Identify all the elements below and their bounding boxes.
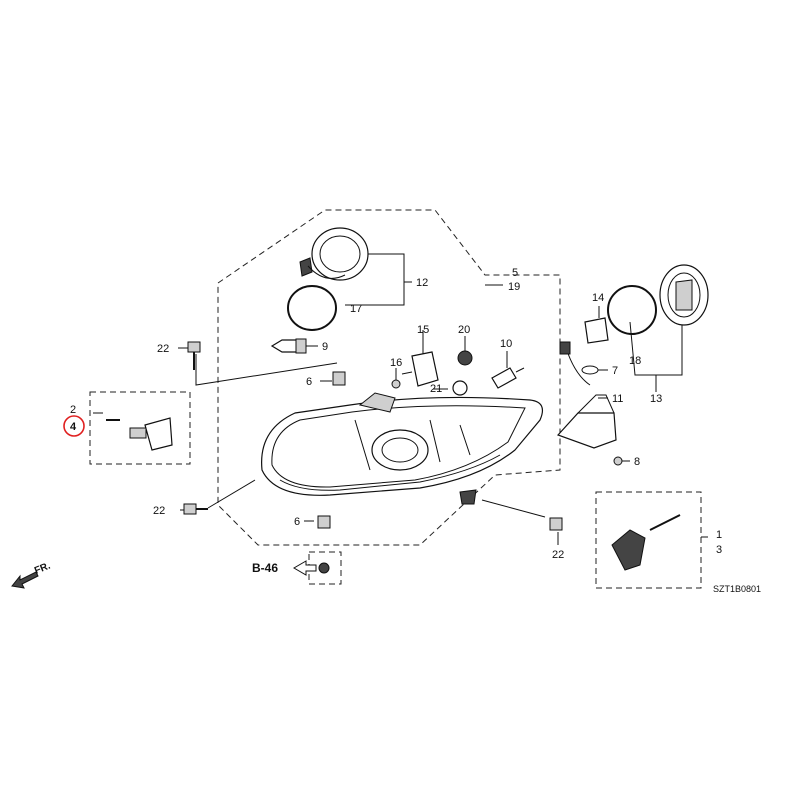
bolt-lower-left [183, 503, 208, 515]
hid-igniter [559, 317, 609, 386]
hid-ballast [556, 394, 617, 449]
rear-cover [659, 264, 709, 326]
headlamp-group-outline [217, 209, 561, 546]
bolt-8 [613, 456, 623, 466]
label-4: 4 [70, 421, 77, 433]
ref-arrow-icon [293, 560, 317, 576]
label-20: 20 [458, 324, 470, 336]
label-19: 19 [508, 281, 520, 293]
label-15: 15 [417, 324, 429, 336]
side-bulb [491, 367, 525, 389]
bracket-group-box [89, 391, 191, 465]
label-18: 18 [629, 355, 641, 367]
label-22-upper: 22 [157, 343, 169, 355]
label-22-lower-right: 22 [552, 549, 564, 561]
label-21: 21 [430, 383, 442, 395]
diagram-code: SZT1B0801 [713, 584, 761, 594]
label-6-lower: 6 [294, 516, 300, 528]
label-1: 1 [716, 529, 722, 541]
o-ring [287, 285, 337, 331]
cap-21 [452, 380, 468, 396]
label-8: 8 [634, 456, 640, 468]
label-13: 13 [650, 393, 662, 405]
cap-20 [457, 350, 473, 366]
leveling-actuator [391, 351, 439, 389]
front-label: FR. [33, 560, 52, 576]
label-2: 2 [70, 404, 76, 416]
label-10: 10 [500, 338, 512, 350]
highlight-circle [63, 415, 85, 437]
projector-lens [371, 429, 429, 471]
socket-ring [299, 227, 369, 281]
clip-lower [317, 515, 331, 529]
label-7: 7 [612, 365, 618, 377]
label-3: 3 [716, 544, 722, 556]
front-arrow-icon [11, 571, 39, 589]
mounting-bracket [106, 417, 173, 451]
bolt-lower-right [549, 517, 563, 531]
label-22-lower-left: 22 [153, 505, 165, 517]
clip-upper [332, 371, 346, 386]
label-16: 16 [390, 357, 402, 369]
halogen-bulb [270, 338, 307, 354]
o-ring-18 [607, 285, 657, 335]
label-9: 9 [322, 341, 328, 353]
clip-b46 [318, 562, 330, 574]
label-11: 11 [612, 393, 623, 405]
label-5: 5 [512, 267, 518, 279]
label-6-upper: 6 [306, 376, 312, 388]
label-14: 14 [592, 292, 604, 304]
label-12: 12 [416, 277, 428, 289]
side-bracket-group-box [595, 491, 702, 589]
bolt-upper [187, 341, 201, 370]
ref-label-b46[interactable]: B-46 [252, 561, 278, 575]
side-bracket [611, 514, 681, 571]
label-17: 17 [350, 303, 362, 315]
headlamp-housing [261, 392, 543, 505]
